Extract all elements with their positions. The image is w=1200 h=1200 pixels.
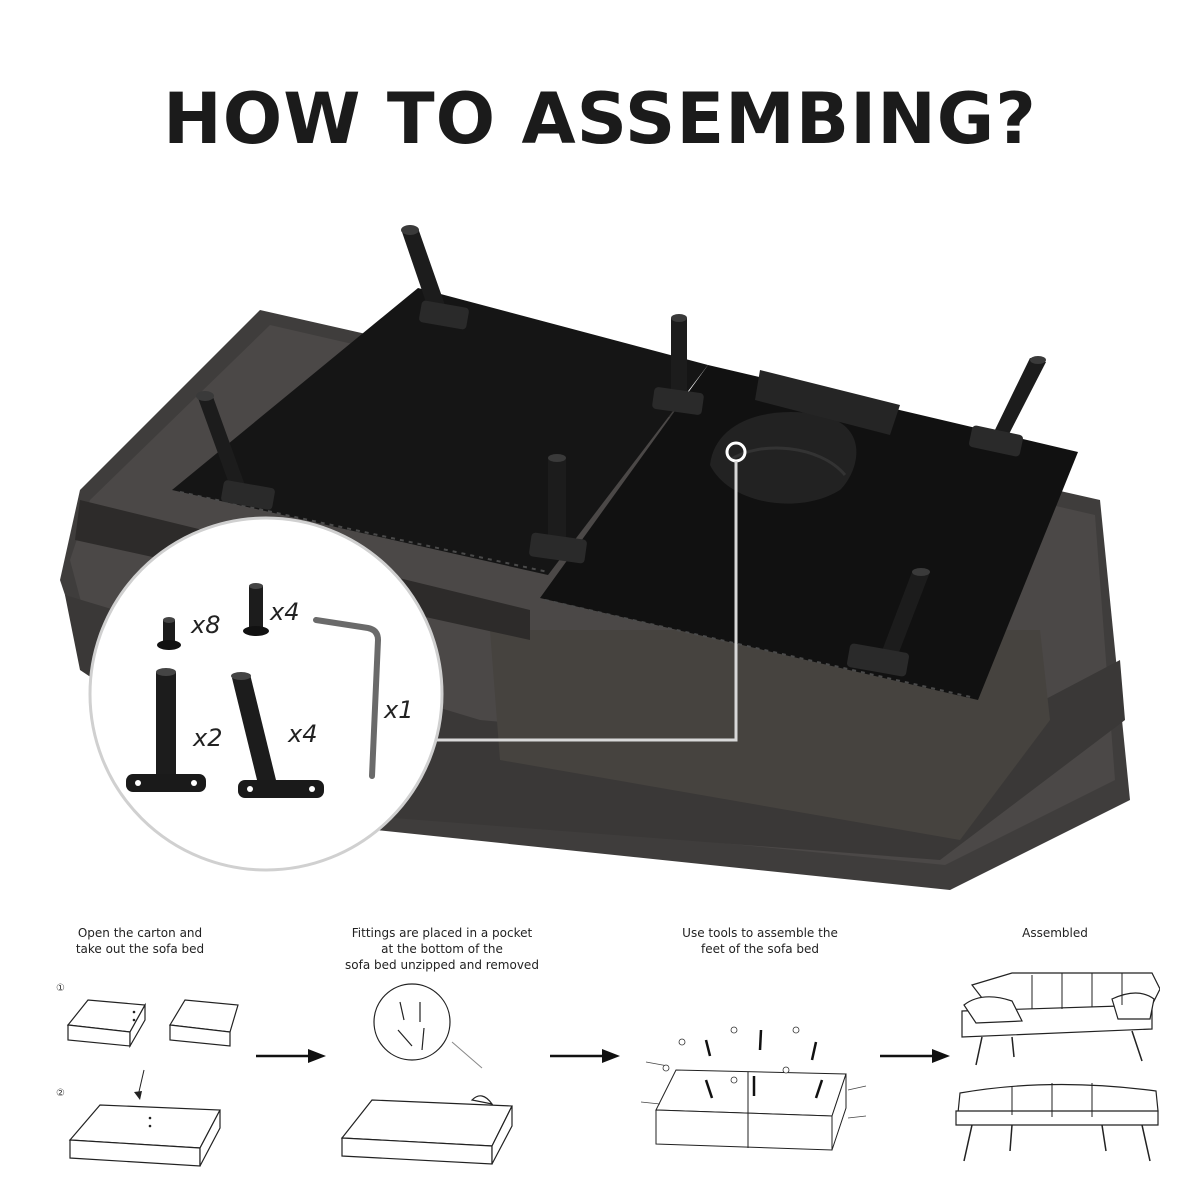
step-4-illustration	[955, 972, 1160, 1162]
short-foot-part	[157, 617, 181, 650]
callout-line	[425, 441, 747, 742]
step-3-caption: Use tools to assemble the feet of the so…	[682, 926, 838, 956]
step-2-caption: Fittings are placed in a pocket at the b…	[345, 926, 539, 972]
page-title: HOW TO ASSEMBING?	[163, 78, 1037, 160]
assembly-steps: Open the carton and take out the sofa be…	[40, 925, 1160, 1175]
arrow-right-icon	[256, 1049, 326, 1063]
left-bottom-panel	[172, 288, 708, 575]
short-foot-qty: x8	[190, 611, 220, 639]
straight-leg-qty: x2	[192, 724, 222, 752]
step-1-marker-2: ②	[56, 1088, 65, 1099]
step-3-illustration	[640, 1026, 867, 1151]
zip-pocket	[710, 370, 900, 504]
allen-key-qty: x1	[383, 696, 413, 724]
angled-leg-part	[231, 672, 324, 798]
step-4-caption: Assembled	[1022, 926, 1088, 940]
angled-leg-qty: x4	[287, 720, 317, 748]
step-1-illustration	[66, 999, 239, 1167]
medium-foot-part	[243, 583, 269, 636]
step-1-marker-1: ①	[56, 983, 65, 994]
step-2: Fittings are placed in a pocket at the b…	[322, 925, 562, 973]
step-3: Use tools to assemble the feet of the so…	[640, 925, 880, 957]
step-1-caption: Open the carton and take out the sofa be…	[75, 926, 205, 956]
step-1: Open the carton and take out the sofa be…	[40, 925, 240, 957]
right-bottom-panel	[540, 365, 1078, 700]
allen-key-icon	[313, 617, 382, 779]
arrow-right-icon	[880, 1049, 950, 1063]
step-2-illustration	[340, 983, 513, 1165]
medium-foot-qty: x4	[269, 598, 299, 626]
step-4: Assembled	[970, 925, 1140, 941]
parts-magnifier: x8 x4 x1 x2	[88, 516, 444, 872]
arrow-right-icon	[550, 1049, 620, 1063]
straight-leg-part	[126, 668, 206, 792]
sofa-bed-underside-photo: x8 x4 x1 x2	[0, 200, 1200, 910]
installed-legs	[196, 225, 1046, 677]
